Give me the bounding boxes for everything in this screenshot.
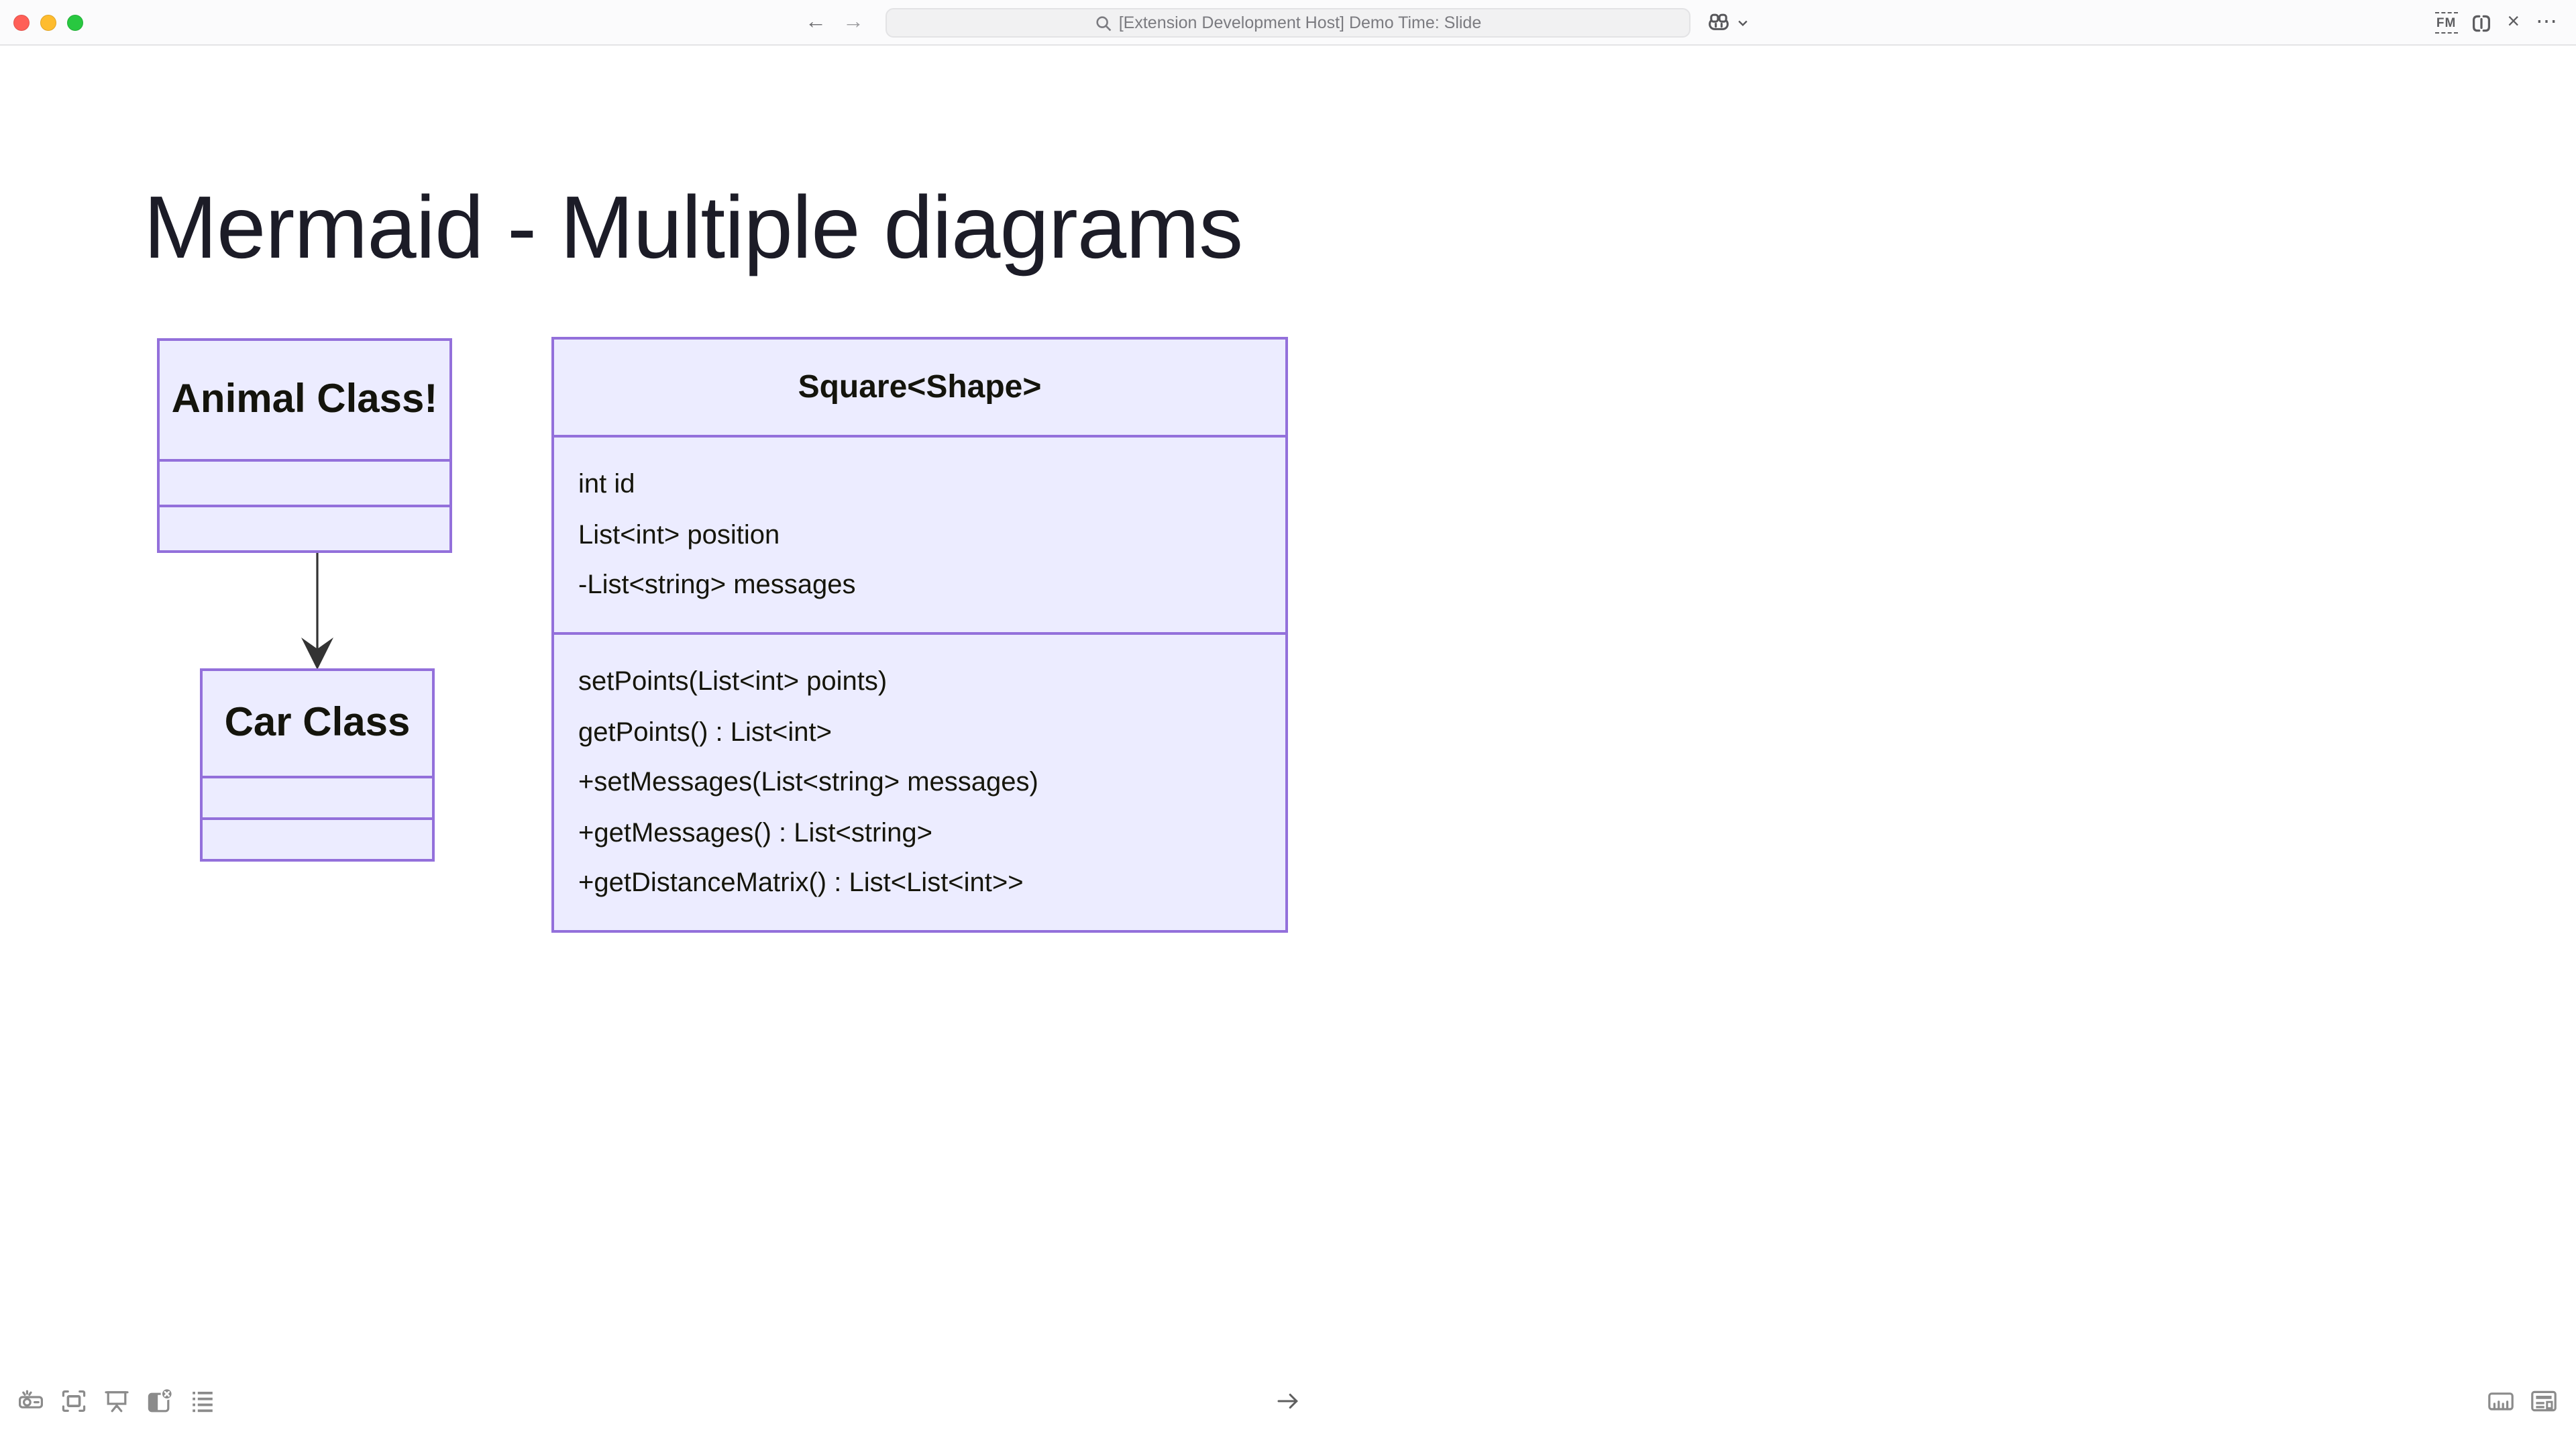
split-editor-icon[interactable] xyxy=(2468,10,2493,36)
uml-class-square-name: Square<Shape> xyxy=(798,368,1042,405)
presenter-toolbar-right xyxy=(2487,1388,2557,1415)
zoom-frame-icon[interactable] xyxy=(60,1388,87,1415)
zoom-window-button[interactable] xyxy=(67,15,83,31)
nav-forward-button[interactable]: → xyxy=(843,0,864,46)
arrow-right-icon: → xyxy=(843,11,864,34)
fm-action-button[interactable]: FM xyxy=(2434,12,2458,34)
command-center[interactable]: [Extension Development Host] Demo Time: … xyxy=(885,8,1690,38)
close-editor-icon[interactable]: × xyxy=(2507,11,2520,34)
copilot-menu[interactable] xyxy=(1707,0,1750,46)
uml-method: setPoints(List<int> points) xyxy=(578,667,888,697)
dependency-arrow xyxy=(301,553,333,670)
uml-class-car: Car Class xyxy=(200,668,435,862)
uml-class-square-attributes: int id List<int> position -List<string> … xyxy=(554,435,1285,632)
uml-class-animal-methods-empty xyxy=(160,505,449,550)
uml-class-square: Square<Shape> int id List<int> position … xyxy=(551,337,1288,933)
layout-icon[interactable] xyxy=(2530,1388,2557,1415)
uml-method: +getMessages() : List<string> xyxy=(578,818,933,848)
nav-back-button[interactable]: ← xyxy=(805,0,826,46)
uml-method: +getDistanceMatrix() : List<List<int>> xyxy=(578,868,1024,899)
slide-canvas: Mermaid - Multiple diagrams Animal Class… xyxy=(0,47,2576,1432)
uml-class-car-attributes-empty xyxy=(203,776,432,817)
uml-attribute: -List<string> messages xyxy=(578,570,856,601)
traffic-lights xyxy=(13,15,83,31)
next-slide-button[interactable] xyxy=(1275,1388,1301,1415)
close-window-button[interactable] xyxy=(13,15,30,31)
uml-method: getPoints() : List<int> xyxy=(578,717,832,748)
uml-attribute: int id xyxy=(578,470,635,499)
arrow-right-icon xyxy=(1277,1393,1298,1409)
search-icon xyxy=(1096,15,1112,31)
uml-attribute: List<int> position xyxy=(578,520,780,550)
uml-class-car-methods-empty xyxy=(203,817,432,859)
slide-title: Mermaid - Multiple diagrams xyxy=(144,177,1243,276)
presenter-toolbar-left xyxy=(17,1388,216,1415)
uml-class-car-name: Car Class xyxy=(224,701,411,745)
panel-close-icon[interactable] xyxy=(146,1388,173,1415)
chevron-down-icon xyxy=(1738,20,1748,26)
presentation-screen-icon[interactable] xyxy=(103,1388,130,1415)
minimize-window-button[interactable] xyxy=(40,15,56,31)
titlebar: ← → [Extension Development Host] Demo Ti… xyxy=(0,0,2576,46)
copilot-icon xyxy=(1709,13,1729,30)
uml-class-square-methods: setPoints(List<int> points) getPoints() … xyxy=(554,632,1285,930)
uml-class-animal-attributes-empty xyxy=(160,459,449,505)
titlebar-actions: FM × ⋯ xyxy=(2434,0,2560,46)
more-actions-icon[interactable]: ⋯ xyxy=(2536,11,2557,34)
arrow-left-icon: ← xyxy=(805,11,826,34)
command-center-title: [Extension Development Host] Demo Time: … xyxy=(1118,13,1482,32)
uml-class-animal: Animal Class! xyxy=(157,338,452,553)
projector-icon[interactable] xyxy=(17,1388,44,1415)
ruler-icon[interactable] xyxy=(2487,1388,2514,1415)
uml-method: +setMessages(List<string> messages) xyxy=(578,768,1038,798)
list-icon[interactable] xyxy=(189,1388,216,1415)
uml-class-animal-name: Animal Class! xyxy=(171,377,438,421)
